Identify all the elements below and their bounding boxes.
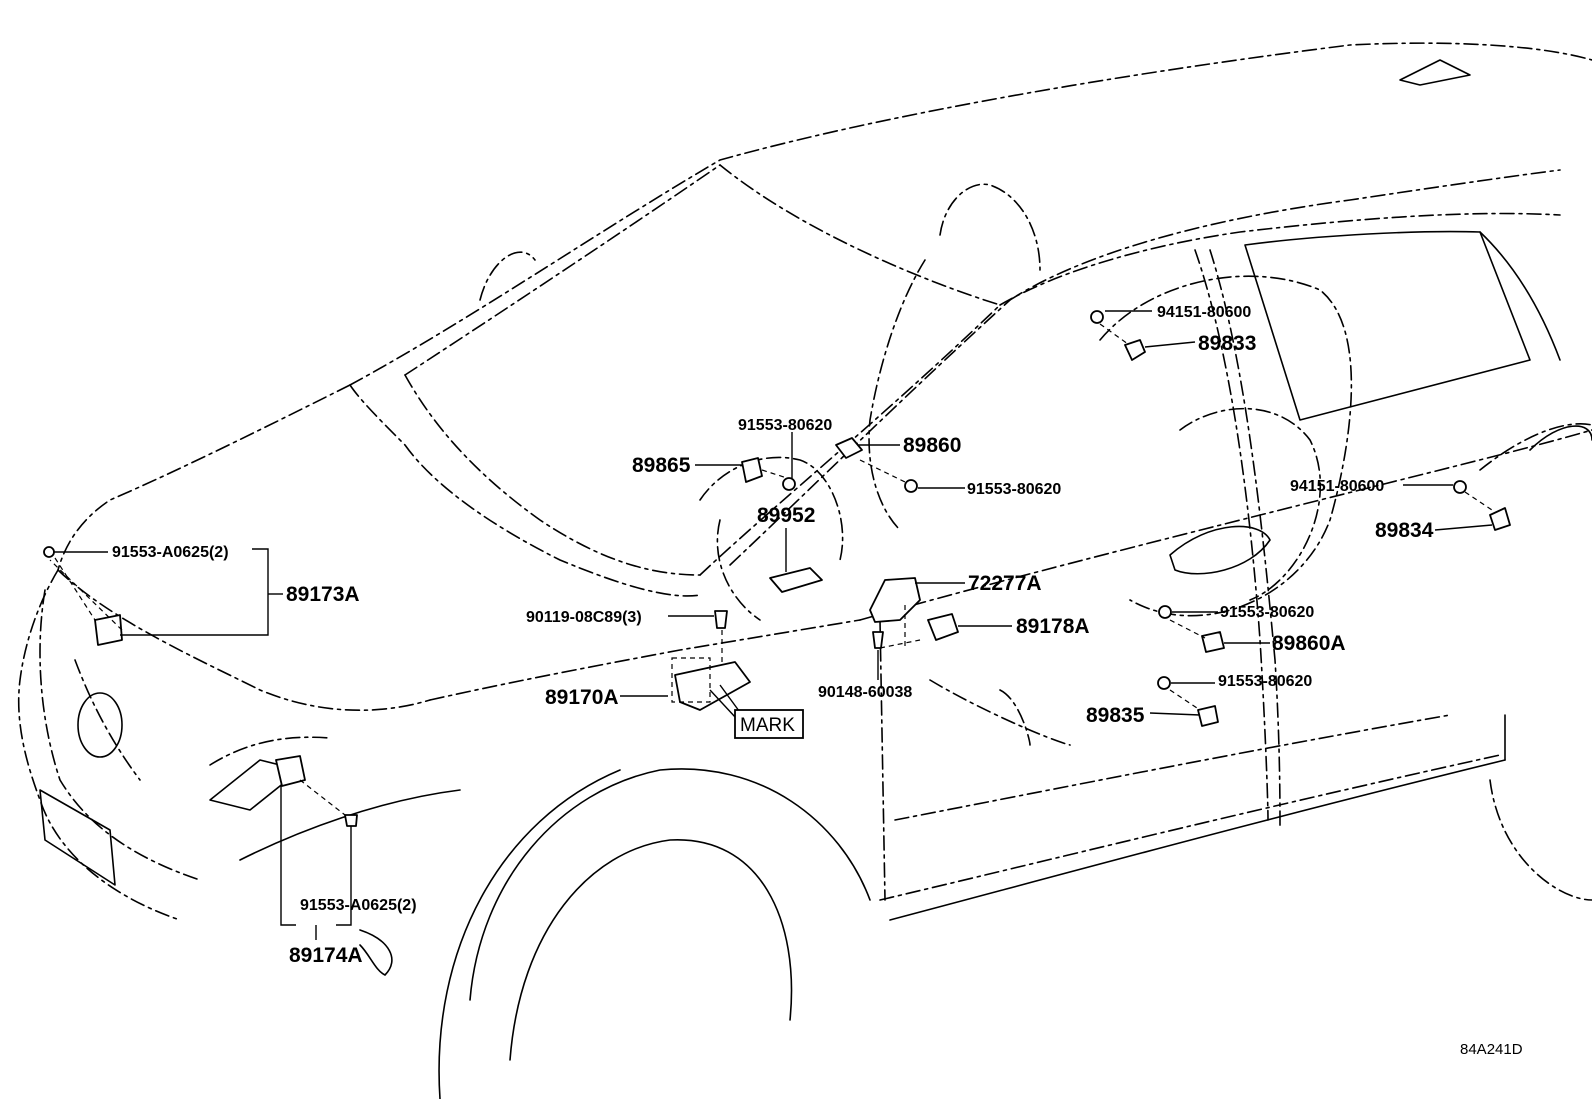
sensor-89835 [1197,705,1219,727]
label-91553-80620-c: 91553-80620 [1220,604,1314,621]
label-89174A: 89174A [289,944,363,967]
label-89860A: 89860A [1272,632,1346,655]
label-89952: 89952 [757,504,815,527]
sensor-89860A [1201,631,1225,653]
diagram-code: 84A241D [1460,1041,1523,1058]
callout-labels: 94151-80600 89833 91553-80620 89860 8986… [112,304,1523,1058]
label-90148-60038: 90148-60038 [818,684,912,701]
leader-lines [49,310,1496,940]
bolt-91553-A0625-bottom [344,814,358,827]
sensor-89833 [1124,339,1146,361]
label-89170A: 89170A [545,686,619,709]
bolt-91553-80620-a [782,477,796,491]
bolt-91553-80620-b [904,479,918,493]
label-89178A: 89178A [1016,615,1090,638]
mark-label: MARK [740,715,795,736]
label-94151-80600-top: 94151-80600 [1157,304,1251,321]
label-89865: 89865 [632,454,691,477]
mark-box [734,709,804,739]
label-89860: 89860 [903,434,961,457]
label-91553-A0625-top: 91553-A0625(2) [112,544,229,561]
parts [43,310,1511,827]
vehicle-outline [17,42,1592,1099]
label-91553-80620-b: 91553-80620 [967,481,1061,498]
sensor-89860 [835,437,863,459]
label-91553-80620-a: 91553-80620 [738,417,832,434]
sensor-89865 [741,457,763,483]
sensor-89834 [1489,507,1511,531]
sensor-89173A [94,614,123,646]
control-unit-89170A [674,661,751,711]
bolt-91553-80620-d [1157,676,1171,690]
bracket-72277A [869,577,921,623]
nut-94151-80600-right [1453,480,1467,494]
bolt-91553-80620-c [1158,605,1172,619]
bolt-90119-08C89 [714,610,728,629]
nut-94151-80600-top [1090,310,1104,324]
label-94151-80600-right: 94151-80600 [1290,478,1384,495]
label-89835: 89835 [1086,704,1145,727]
module-89952 [769,567,823,593]
label-89833: 89833 [1198,332,1256,355]
label-90119-08C89: 90119-08C89(3) [526,609,642,626]
label-89173A: 89173A [286,583,360,606]
label-89834: 89834 [1375,519,1434,542]
sensor-89178A [927,613,959,641]
sensor-89174A [275,755,306,787]
label-91553-A0625-bottom: 91553-A0625(2) [300,897,417,914]
label-91553-80620-d: 91553-80620 [1218,673,1312,690]
label-72277A: 72277A [968,572,1042,595]
bolt-90148-60038 [872,631,884,649]
bolt-91553-A0625-top [43,546,55,558]
